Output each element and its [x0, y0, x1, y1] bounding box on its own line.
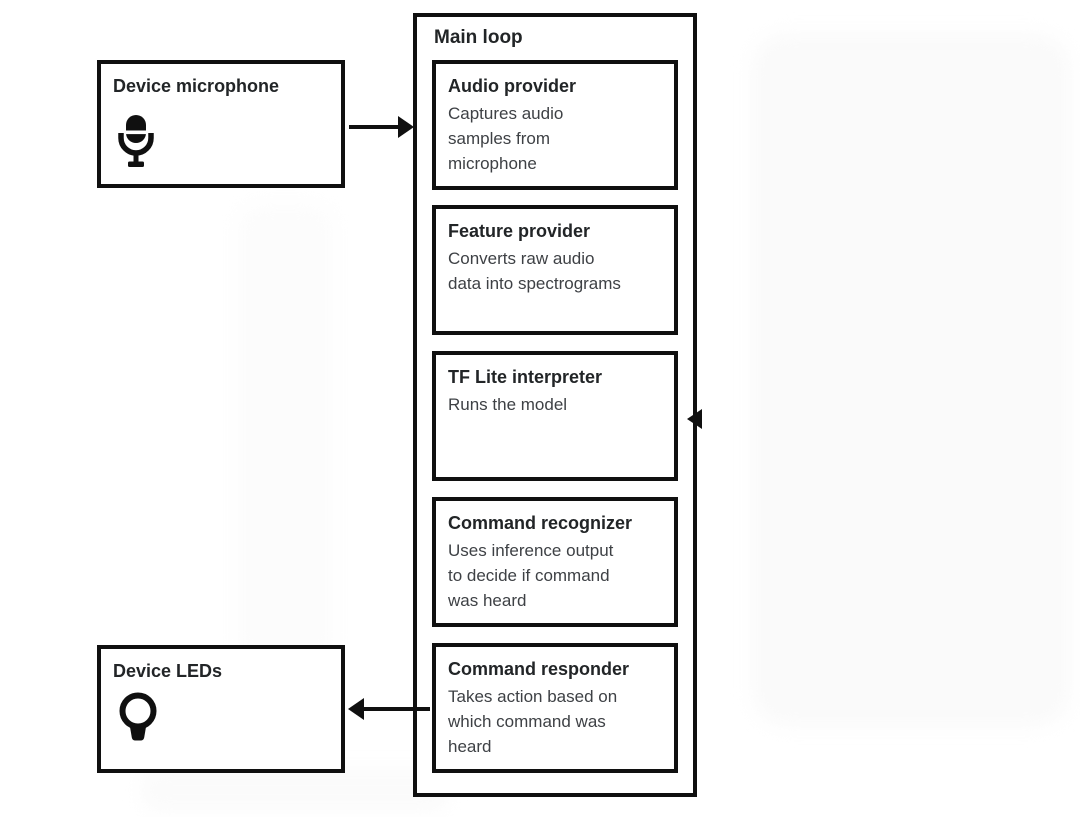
background-artifact — [140, 768, 450, 812]
device-microphone-box: Device microphone — [97, 60, 345, 188]
module-title: TF Lite interpreter — [448, 367, 603, 387]
module-title: Command recognizer — [448, 513, 633, 533]
module-command-recognizer: Command recognizer Uses inference output… — [432, 497, 678, 627]
arrowhead-left-icon — [348, 698, 364, 720]
arrow-shaft — [362, 707, 430, 711]
module-title: Feature provider — [448, 221, 591, 241]
module-audio-provider: Audio provider Captures audio samples fr… — [432, 60, 678, 190]
module-description: Captures audio samples from microphone — [448, 104, 564, 173]
main-loop-title: Main loop — [434, 27, 523, 48]
module-tf-lite-interpreter: TF Lite interpreter Runs the model — [432, 351, 678, 481]
module-description: Takes action based on which command was … — [448, 687, 618, 756]
module-description: Uses inference output to decide if comma… — [448, 541, 614, 610]
arrow-shaft — [349, 125, 400, 129]
microphone-icon — [118, 115, 154, 167]
background-artifact — [238, 205, 333, 665]
arrowhead-right-icon — [398, 116, 414, 138]
background-artifact — [752, 34, 1070, 726]
arrowhead-left-icon — [687, 409, 702, 429]
lightbulb-icon — [119, 692, 157, 741]
device-leds-label: Device LEDs — [113, 661, 223, 681]
module-description: Converts raw audio data into spectrogram… — [448, 249, 621, 293]
device-leds-box: Device LEDs — [97, 645, 345, 773]
device-microphone-label: Device microphone — [113, 76, 280, 96]
main-loop-container: Main loop Audio provider Captures audio … — [413, 13, 697, 797]
module-description: Runs the model — [448, 395, 568, 414]
module-feature-provider: Feature provider Converts raw audio data… — [432, 205, 678, 335]
module-title: Command responder — [448, 659, 630, 679]
module-command-responder: Command responder Takes action based on … — [432, 643, 678, 773]
module-title: Audio provider — [448, 76, 577, 96]
